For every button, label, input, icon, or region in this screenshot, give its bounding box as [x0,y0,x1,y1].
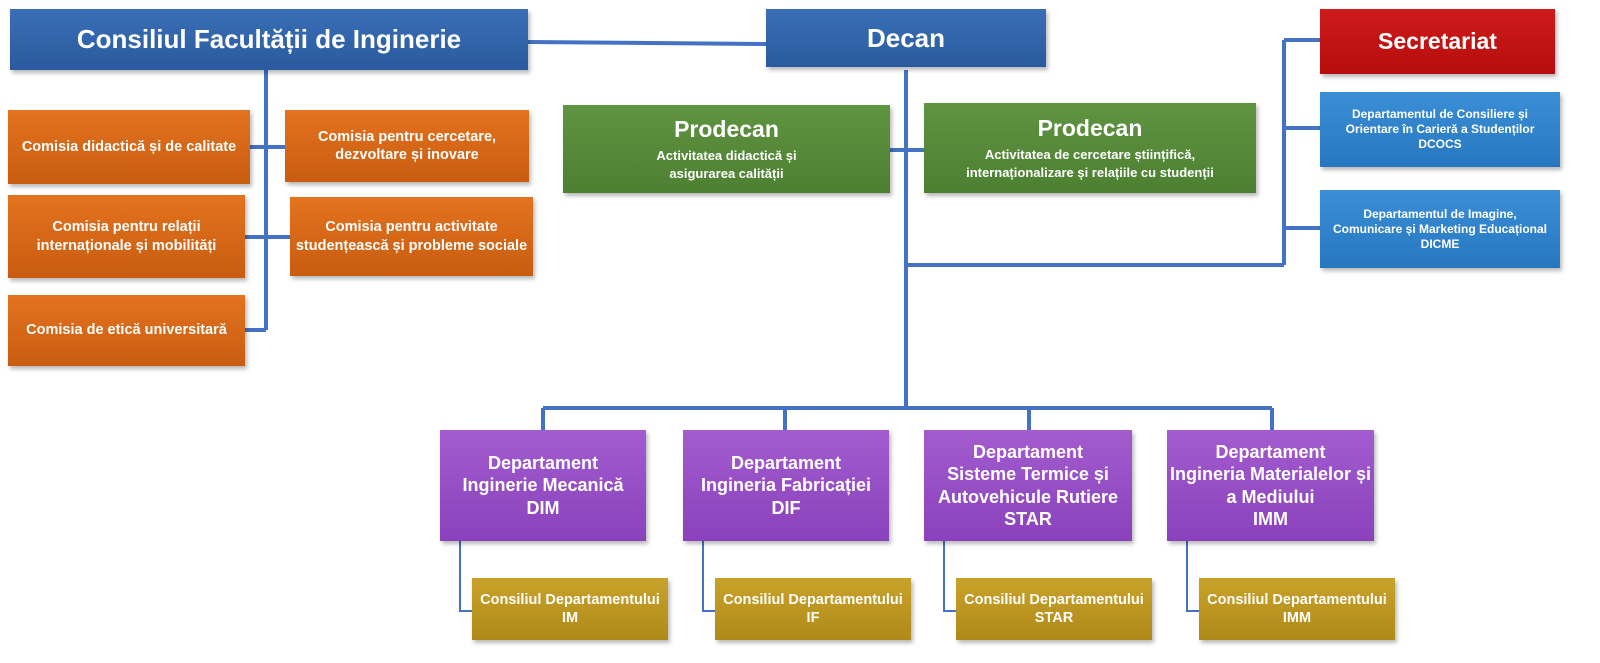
department-council-acronym: IM [561,610,579,626]
faculty-council-title: Consiliul Facultății de Inginerie [76,24,462,55]
department-acronym: IMM [1253,509,1288,529]
department-label: Inginerie Mecanică [462,475,624,496]
prodean-responsibility: asigurarea calității [669,166,784,182]
department-label: Departament [730,452,842,473]
department-label: Autovehicule Rutiere [937,486,1119,507]
department-box: Departament Inginerie Mecanică DIM [440,430,646,541]
commission-box: Comisia didactică și de calitate [8,110,250,184]
commission-box: Comisia pentru relații internaționale și… [8,195,245,278]
commission-label: studențească și probleme sociale [295,237,528,254]
department-council-label: Consiliul Departamentului [480,591,660,608]
prodean-title: Prodecan [674,116,779,143]
department-council-acronym: IF [806,610,820,626]
department-council-acronym: IMM [1282,610,1312,626]
service-department-acronym: DCOCS [1418,137,1462,151]
department-acronym: STAR [1004,509,1052,529]
dean-box: Decan [766,9,1046,67]
department-box: Departament Sisteme Termice și Autovehic… [924,430,1132,541]
department-acronym: DIF [771,497,801,518]
commission-label: dezvoltare și inovare [335,147,479,163]
prodean-title: Prodecan [1037,115,1143,142]
department-council-box: Consiliul Departamentului IM [472,578,668,640]
commission-label: Comisia pentru relații [52,219,201,236]
commission-label: Comisia pentru activitate [325,219,498,236]
secretariat-box: Secretariat [1320,9,1555,74]
dean-title: Decan [866,22,946,53]
department-council-label: Consiliul Departamentului [1207,591,1387,608]
service-department-label: Departamentul de Imagine, [1363,206,1517,221]
prodean-box: Prodecan Activitatea didactică și asigur… [563,105,890,193]
department-label: Departament [972,441,1084,462]
department-council-label: Consiliul Departamentului [964,591,1144,608]
department-council-box: Consiliul Departamentului IMM [1199,578,1395,640]
department-council-box: Consiliul Departamentului STAR [956,578,1152,640]
department-acronym: DIM [526,497,560,518]
commission-label: Comisia pentru cercetare, [317,128,497,145]
commission-box: Comisia pentru cercetare, dezvoltare și … [285,110,529,182]
department-label: Ingineria Materialelor și [1169,464,1372,484]
prodean-responsibility: Activitatea didactică și [656,148,797,164]
prodean-responsibility: Activitatea de cercetare științifică, [984,147,1196,163]
prodean-responsibility: internaționalizare și relațiile cu stude… [966,165,1214,181]
prodean-box: Prodecan Activitatea de cercetare științ… [924,103,1256,193]
department-label: Departament [1215,441,1326,462]
service-department-label: Comunicare și Marketing Educațional [1332,221,1548,236]
commission-label: Comisia didactică și de calitate [21,138,237,155]
department-label: a Mediului [1226,486,1315,507]
department-council-label: Consiliul Departamentului [723,591,903,608]
service-department-label: Departamentul de Consiliere și [1351,107,1529,121]
department-box: Departament Ingineria Fabricației DIF [683,430,889,541]
department-label: Departament [487,452,599,473]
department-box: Departament Ingineria Materialelor și a … [1167,430,1374,541]
department-council-box: Consiliul Departamentului IF [715,578,911,640]
commission-box: Comisia de etică universitară [8,295,245,366]
commission-box: Comisia pentru activitate studențească ș… [290,197,533,276]
service-department-label: Orientare în Carieră a Studenților [1345,122,1535,136]
service-department-box: Departamentul de Imagine, Comunicare și … [1320,190,1560,268]
faculty-council-box: Consiliul Facultății de Inginerie [10,9,528,70]
commission-label: Comisia de etică universitară [26,322,227,339]
department-label: Sisteme Termice și [947,464,1109,484]
service-department-acronym: DICME [1420,236,1460,251]
service-department-box: Departamentul de Consiliere și Orientare… [1320,92,1560,167]
secretariat-title: Secretariat [1378,28,1497,55]
department-label: Ingineria Fabricației [700,475,872,496]
commission-label: internaționale și mobilități [36,237,217,254]
department-council-acronym: STAR [1034,610,1074,626]
